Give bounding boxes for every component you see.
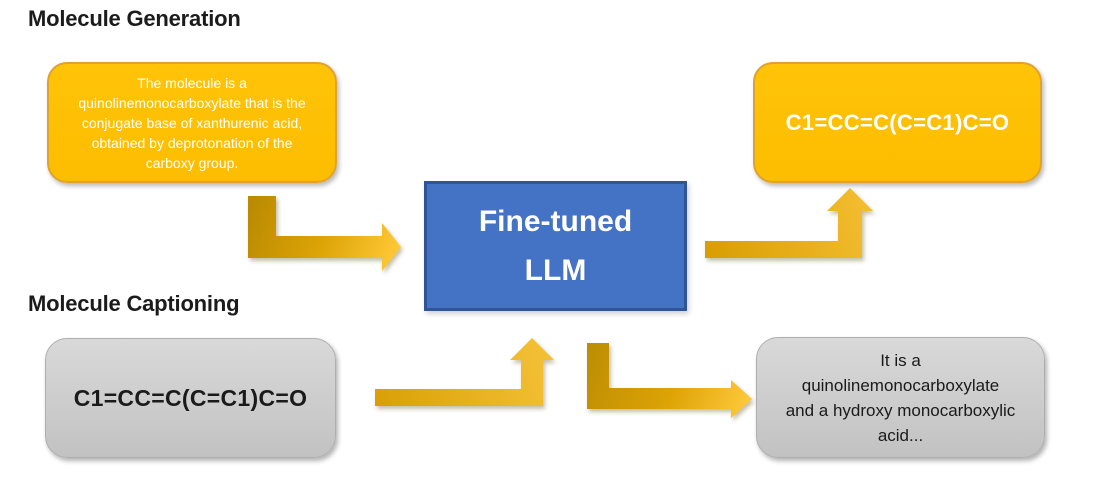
arrow-captioning-input-to-model bbox=[375, 338, 554, 406]
arrow-model-to-captioning-output bbox=[587, 343, 752, 418]
heading-molecule-generation: Molecule Generation bbox=[28, 6, 241, 31]
captioning-input-smiles-box: C1=CC=C(C=C1)C=O bbox=[45, 338, 336, 458]
captioning-output-description-box: It is a quinolinemonocarboxylate and a h… bbox=[756, 337, 1045, 458]
generation-input-line: obtained by deprotonation of the bbox=[91, 134, 293, 151]
fine-tuned-llm-box: Fine-tuned LLM bbox=[424, 181, 687, 311]
generation-input-line: carboxy group. bbox=[145, 154, 239, 171]
captioning-output-line: and a hydroxy monocarboxylic bbox=[785, 400, 1016, 420]
heading-molecule-captioning: Molecule Captioning bbox=[28, 291, 240, 316]
generation-input-line: The molecule is a bbox=[137, 74, 247, 91]
arrow-generation-input-to-model bbox=[248, 196, 401, 271]
generation-input-line: quinolinemonocarboxylate that is the bbox=[78, 94, 306, 111]
fine-tuned-llm-label: Fine-tuned LLM bbox=[478, 205, 633, 287]
captioning-input-smiles: C1=CC=C(C=C1)C=O bbox=[73, 384, 308, 411]
generation-input-line: conjugate base of xanthurenic acid, bbox=[81, 114, 303, 131]
captioning-output-line: quinolinemonocarboxylate bbox=[801, 375, 1000, 395]
captioning-output-line: It is a bbox=[880, 350, 921, 370]
arrow-model-to-generation-output bbox=[705, 188, 873, 258]
generation-output-smiles-box: C1=CC=C(C=C1)C=O bbox=[753, 62, 1042, 183]
captioning-output-line: acid... bbox=[877, 425, 924, 445]
generation-input-description-box: The molecule is a quinolinemonocarboxyla… bbox=[47, 62, 337, 183]
generation-output-smiles: C1=CC=C(C=C1)C=O bbox=[785, 109, 1010, 135]
